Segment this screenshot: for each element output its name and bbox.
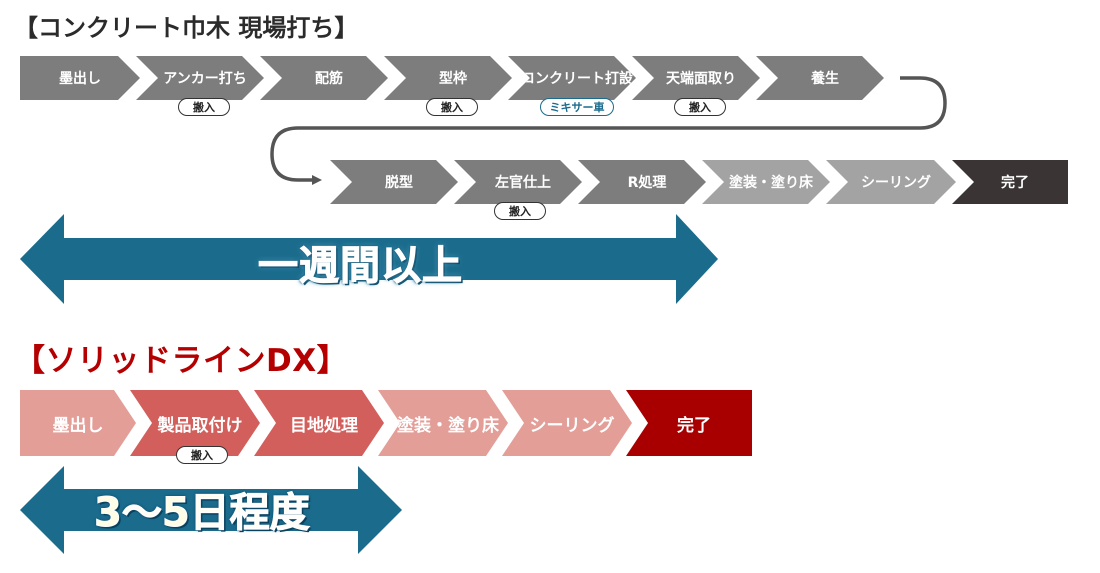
step-label: シーリング [861, 175, 931, 191]
step-done: 完了 [626, 390, 752, 456]
step-label: 製品取付け [157, 415, 243, 436]
step-concrete-pour: コンクリート打設 [508, 56, 636, 100]
section-title-solidline: 【ソリッドラインDX】 [14, 343, 349, 379]
step-label: コンクリート打設 [521, 71, 633, 87]
step-label: 配筋 [315, 71, 343, 87]
flow-connector [270, 76, 947, 185]
step-label: 目地処理 [290, 415, 358, 436]
section-title-concrete: 【コンクリート巾木 現場打ち】 [14, 14, 359, 42]
step-label: 左官仕上 [495, 175, 551, 191]
step-label: アンカー打ち [163, 71, 247, 87]
badge-hannyu: 搬入 [674, 98, 726, 116]
badge-hannyu: 搬入 [426, 98, 478, 116]
step-label: シーリング [529, 415, 615, 436]
duration-label-2: 3～5日程度 [94, 490, 311, 537]
step-label: R処理 [627, 175, 667, 191]
step-label: 完了 [677, 415, 711, 436]
step-tosou: 塗装・塗り床 [702, 160, 830, 204]
step-label: 完了 [1001, 175, 1029, 191]
step-label: 墨出し [59, 71, 101, 87]
duration-label-1: 一週間以上 [258, 243, 463, 290]
step-label: 天端面取り [666, 71, 736, 87]
step-sumidashi: 墨出し [20, 56, 140, 100]
step-label: 塗装・塗り床 [397, 415, 499, 436]
badge-hannyu: 搬入 [178, 98, 230, 116]
step-label: 型枠 [439, 71, 467, 87]
step-label: 脱型 [385, 175, 413, 191]
step-sumidashi: 墨出し [20, 390, 136, 456]
duration-arrow-2 [20, 466, 402, 554]
step-anchor: アンカー打ち [136, 56, 264, 100]
step-label: 墨出し [52, 415, 104, 436]
duration-arrow-1 [20, 214, 718, 304]
badge-hannyu: 搬入 [176, 446, 228, 464]
badge-mixer-truck: ミキサー車 [540, 98, 614, 116]
step-label: 塗装・塗り床 [729, 175, 813, 191]
step-label: 養生 [811, 71, 839, 87]
step-joint: 目地処理 [254, 390, 384, 456]
badge-hannyu: 搬入 [494, 202, 546, 220]
